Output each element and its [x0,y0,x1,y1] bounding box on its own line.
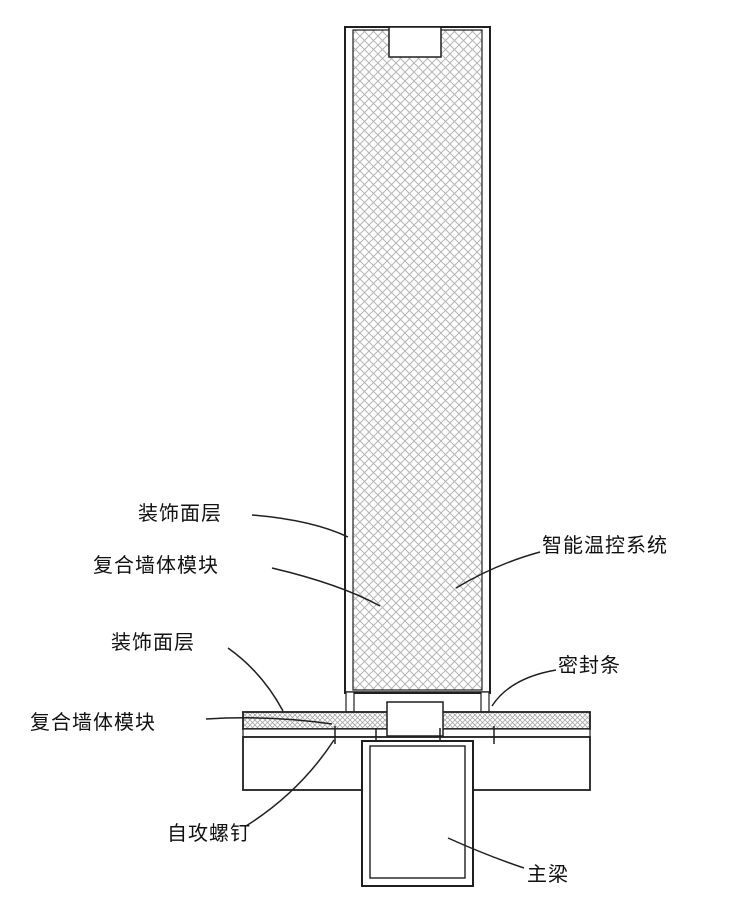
panel-foot-right [480,691,490,713]
label-smart-temp-control-system: 智能温控系统 [542,535,668,557]
label-decorative-layer-top: 装饰面层 [138,503,222,525]
leader-sealing-strip [491,669,557,707]
leader-main-beam [447,837,525,869]
label-self-tapping-screw: 自攻螺钉 [167,823,251,845]
leader-decorative-layer-bottom [227,647,284,712]
leader-self-tapping-screw [245,739,335,827]
insulation-hatch [352,29,483,691]
wall-panel [344,26,491,713]
label-composite-wall-module-top: 复合墙体模块 [93,555,219,577]
leader-composite-wall-module-top [271,567,381,607]
label-decorative-layer-bottom: 装饰面层 [111,632,195,654]
panel-foot-left [345,691,355,713]
label-sealing-strip: 密封条 [558,655,621,677]
top-notch [388,26,442,58]
label-main-beam: 主梁 [527,864,569,886]
leader-lines [205,514,557,869]
leader-composite-wall-module-bottom [205,717,333,725]
leader-decorative-layer-top [251,514,349,538]
leader-smart-temp-control-system [455,551,541,589]
main-beam-shape [361,740,474,887]
screw-marks [334,726,495,744]
joint-tongue [386,701,444,737]
label-composite-wall-module-bottom: 复合墙体模块 [30,712,156,734]
